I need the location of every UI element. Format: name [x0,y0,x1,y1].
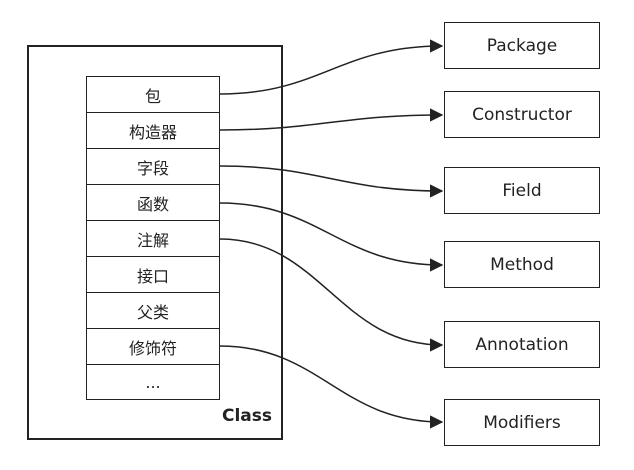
member-annotation: 注解 [86,220,220,256]
member-field: 字段 [86,148,220,184]
member-function: 函数 [86,184,220,220]
arrow-modifiers [219,345,444,429]
arrow-package [219,39,444,95]
member-interface: 接口 [86,256,220,292]
arrow-field [219,165,444,198]
member-modifiers: 修饰符 [86,328,220,364]
target-field: Field [444,167,600,214]
target-modifiers: Modifiers [444,399,600,446]
member-list: 包 构造器 字段 函数 注解 接口 父类 修饰符 ... [86,76,220,400]
target-constructor: Constructor [444,91,600,138]
member-package: 包 [86,76,220,112]
arrow-constructor [219,108,444,131]
target-annotation: Annotation [444,321,600,368]
target-package: Package [444,22,600,69]
target-method: Method [444,241,600,288]
class-label: Class [222,406,273,426]
class-container [27,45,283,440]
member-superclass: 父类 [86,292,220,328]
member-ellipsis: ... [86,364,220,400]
member-constructor: 构造器 [86,112,220,148]
arrow-method [219,202,444,272]
arrow-annotation [219,238,444,352]
